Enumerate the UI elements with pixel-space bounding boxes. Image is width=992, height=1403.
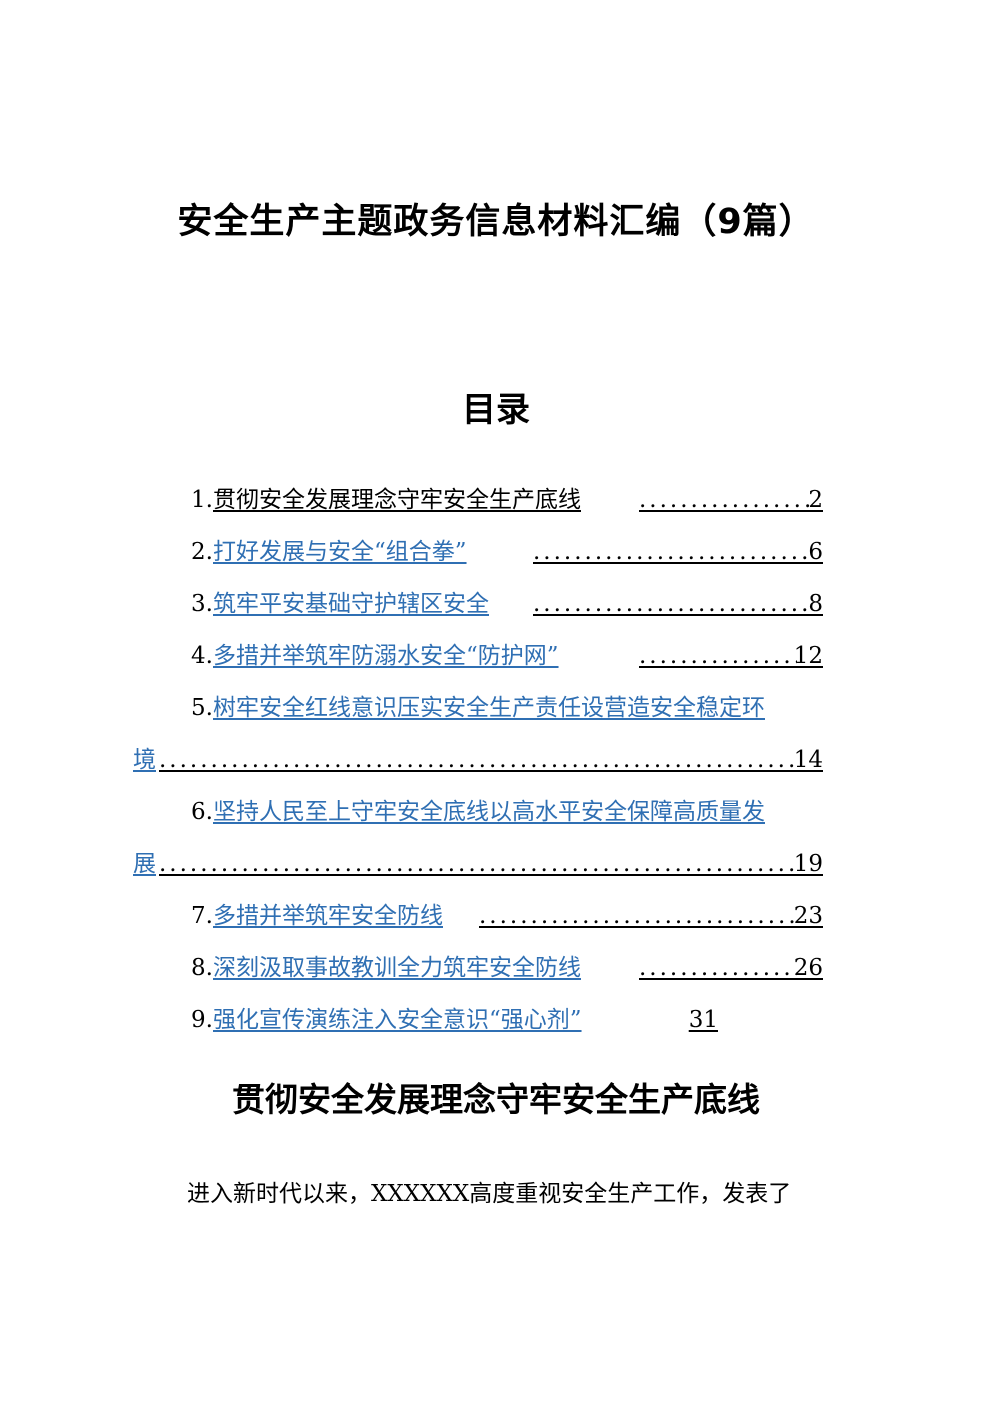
toc-entry-number: 4. (191, 643, 213, 669)
toc-entry-8[interactable]: 8.深刻汲取事故教训全力筑牢安全防线 .....................… (133, 950, 873, 986)
toc-entry-1[interactable]: 1.贯彻安全发展理念守牢安全生产底线 .....................… (133, 482, 873, 518)
toc-entry-number: 7. (191, 903, 213, 929)
toc-dot-leader: ........................................… (639, 487, 814, 513)
toc-heading: 目录 (462, 390, 530, 430)
toc-entry-number: 3. (191, 591, 213, 617)
toc-page-number: 26 (793, 955, 823, 981)
toc-entry-5[interactable]: 5.树牢安全红线意识压实安全生产责任设营造安全稳定环 (133, 690, 873, 726)
toc-page-number: 6 (808, 539, 823, 565)
toc-entry-link[interactable]: 多措并举筑牢防溺水安全“防护网” (213, 643, 559, 669)
toc-entry-link[interactable]: 强化宣传演练注入安全意识“强心剂” (213, 1007, 582, 1033)
toc-entry-link[interactable]: 深刻汲取事故教训全力筑牢安全防线 (213, 955, 581, 981)
toc-dot-leader: ........................................… (533, 539, 813, 565)
toc-entry-link[interactable]: 多措并举筑牢安全防线 (213, 903, 443, 929)
toc-entry-link-continued[interactable]: 展 (133, 851, 156, 877)
toc-entry-9[interactable]: 9.强化宣传演练注入安全意识“强心剂” 31 (133, 1002, 873, 1038)
toc-page-number: 23 (793, 903, 823, 929)
toc-dot-leader: ........................................… (639, 955, 797, 981)
toc-entry-link[interactable]: 筑牢平安基础守护辖区安全 (213, 591, 489, 617)
toc-entry-number: 1. (191, 487, 213, 513)
toc-page-number: 12 (793, 643, 823, 669)
toc-dot-leader: ........................................… (159, 851, 797, 877)
toc-entry-link[interactable]: 贯彻安全发展理念守牢安全生产底线 (213, 487, 581, 513)
toc-page-number: 14 (793, 747, 823, 773)
section-heading: 贯彻安全发展理念守牢安全生产底线 (232, 1080, 760, 1119)
toc-entry-number: 9. (191, 1007, 213, 1033)
toc-dot-leader: ........................................… (533, 591, 813, 617)
toc-entry-link-continued[interactable]: 境 (133, 747, 156, 773)
toc-entry-number: 8. (191, 955, 213, 981)
toc-dot-leader: ........................................… (159, 747, 797, 773)
toc-page-number: 31 (688, 1007, 718, 1033)
toc-entry-number: 6. (191, 799, 213, 825)
toc-entry-link[interactable]: 打好发展与安全“组合拳” (213, 539, 467, 565)
toc-dot-leader: ........................................… (639, 643, 797, 669)
toc-entry-4[interactable]: 4.多措并举筑牢防溺水安全“防护网” .....................… (133, 638, 873, 674)
toc-entry-number: 5. (191, 695, 213, 721)
body-paragraph: 进入新时代以来，XXXXXX高度重视安全生产工作，发表了 (187, 1181, 792, 1207)
document-title: 安全生产主题政务信息材料汇编（9篇） (177, 202, 815, 242)
toc-entry-6[interactable]: 6.坚持人民至上守牢安全底线以高水平安全保障高质量发 (133, 794, 873, 830)
toc-page-number: 2 (808, 487, 823, 513)
toc-dot-leader: ........................................… (479, 903, 797, 929)
toc-entry-link[interactable]: 树牢安全红线意识压实安全生产责任设营造安全稳定环 (213, 695, 765, 721)
toc-page-number: 8 (808, 591, 823, 617)
toc-entry-2[interactable]: 2.打好发展与安全“组合拳” .........................… (133, 534, 873, 570)
toc-entry-5-continued[interactable]: 境 ......................................… (133, 742, 873, 778)
toc-entry-number: 2. (191, 539, 213, 565)
toc-entry-3[interactable]: 3.筑牢平安基础守护辖区安全 .........................… (133, 586, 873, 622)
toc-page-number: 19 (793, 851, 823, 877)
toc-entry-6-continued[interactable]: 展 ......................................… (133, 846, 873, 882)
toc-entry-link[interactable]: 坚持人民至上守牢安全底线以高水平安全保障高质量发 (213, 799, 765, 825)
toc-entry-7[interactable]: 7.多措并举筑牢安全防线 ...........................… (133, 898, 873, 934)
